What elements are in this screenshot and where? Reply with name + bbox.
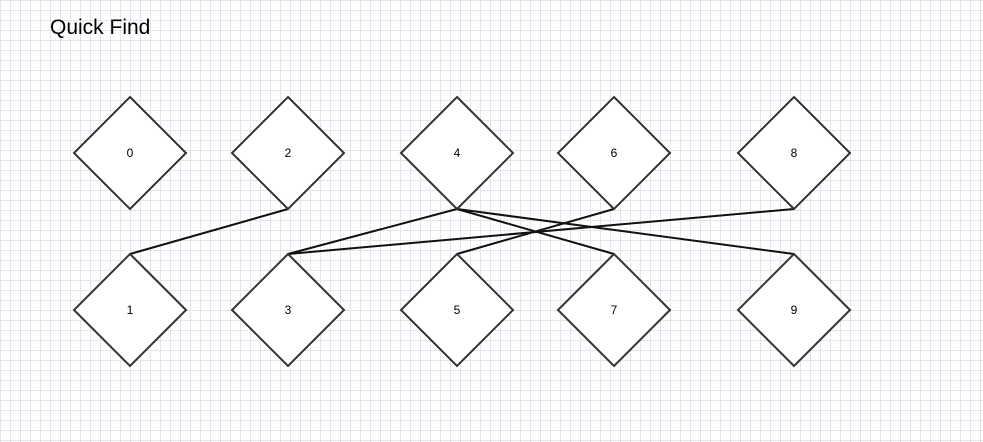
edge-layer <box>129 208 795 255</box>
diamond-shape <box>556 95 672 211</box>
node-7[interactable]: 7 <box>556 252 672 368</box>
diamond-shape <box>556 252 672 368</box>
node-label: 1 <box>127 303 134 317</box>
node-4[interactable]: 4 <box>399 95 515 211</box>
node-layer: 0 1 2 3 4 5 6 7 8 9 <box>72 95 852 368</box>
edge-4-3 <box>287 208 458 255</box>
node-label: 4 <box>454 146 461 160</box>
diamond-shape <box>399 95 515 211</box>
node-8[interactable]: 8 <box>736 95 852 211</box>
node-3[interactable]: 3 <box>230 252 346 368</box>
node-label: 3 <box>285 303 292 317</box>
diagram-title: Quick Find <box>50 16 151 39</box>
diamond-shape <box>399 252 515 368</box>
node-label: 5 <box>454 303 461 317</box>
node-9[interactable]: 9 <box>736 252 852 368</box>
node-0[interactable]: 0 <box>72 95 188 211</box>
diamond-shape <box>72 252 188 368</box>
diamond-shape <box>736 95 852 211</box>
node-label: 0 <box>127 146 134 160</box>
diamond-shape <box>230 95 346 211</box>
node-2[interactable]: 2 <box>230 95 346 211</box>
node-label: 7 <box>611 303 618 317</box>
node-5[interactable]: 5 <box>399 252 515 368</box>
edge-2-1 <box>129 208 289 255</box>
node-label: 8 <box>791 146 798 160</box>
node-label: 9 <box>791 303 798 317</box>
edge-8-3 <box>287 208 795 255</box>
node-1[interactable]: 1 <box>72 252 188 368</box>
diamond-shape <box>736 252 852 368</box>
node-label: 6 <box>611 146 618 160</box>
diamond-shape <box>72 95 188 211</box>
diamond-shape <box>230 252 346 368</box>
edge-4-9 <box>456 208 795 255</box>
node-label: 2 <box>285 146 292 160</box>
node-6[interactable]: 6 <box>556 95 672 211</box>
